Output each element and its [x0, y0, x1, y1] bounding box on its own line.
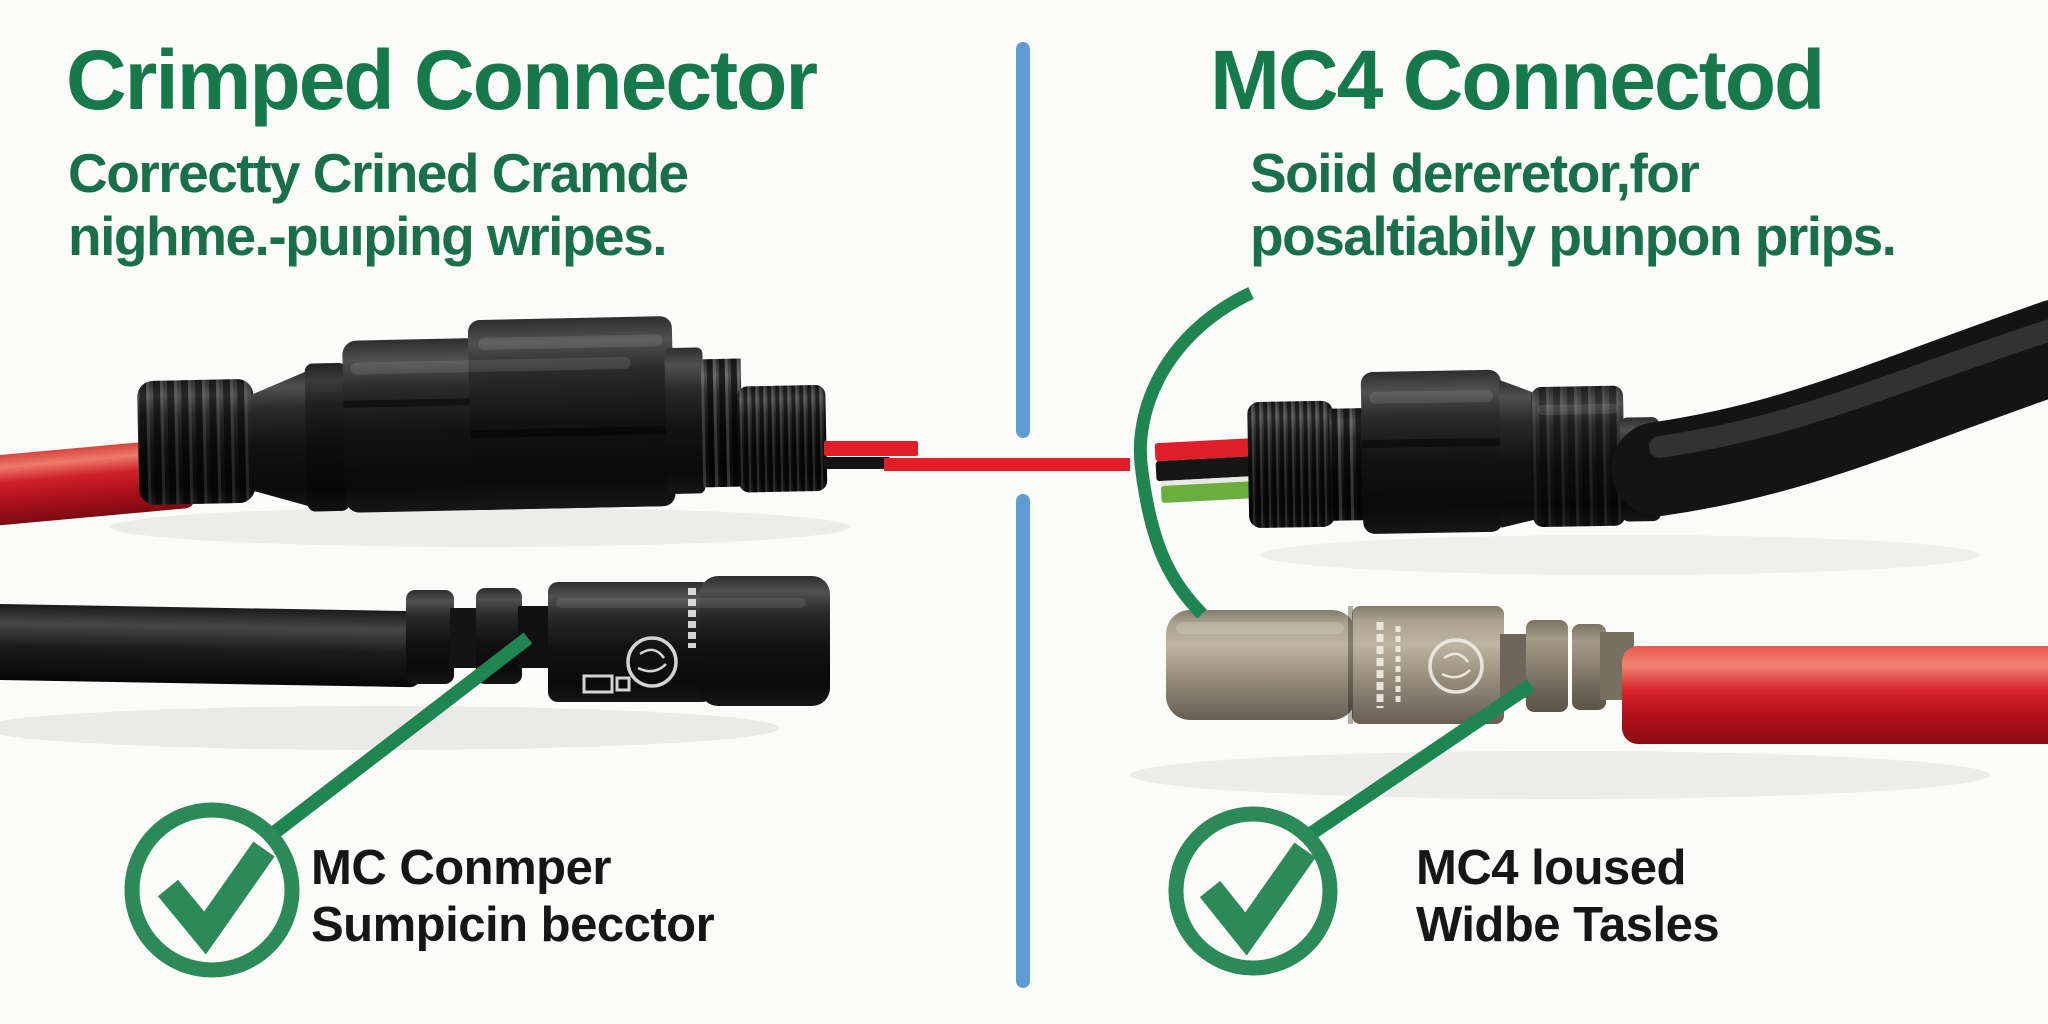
left-title: Crimped Connector — [66, 33, 818, 127]
right-check-icon — [1168, 806, 1338, 976]
check-circle — [1168, 806, 1338, 976]
red-cable-right — [1622, 646, 2048, 744]
right-curved-annotation-line — [1133, 287, 1254, 619]
photo-shadow — [1130, 751, 1990, 799]
photo-shadow — [0, 706, 780, 750]
mc4-connector-bottom-left-photo — [0, 576, 830, 750]
connector-markings-right — [1376, 622, 1484, 708]
left-subtitle-line2: nighme.-puıping wripes. — [68, 205, 667, 267]
white-wire — [1160, 475, 1259, 487]
check-circle — [124, 802, 300, 978]
left-check-icon — [124, 802, 300, 978]
red-wire — [1154, 437, 1260, 462]
green-wire — [1160, 481, 1258, 503]
red-wire-short — [824, 441, 918, 456]
left-caption-line2: Sumpicin becctor — [311, 898, 715, 952]
black-wire — [1155, 455, 1261, 482]
red-wire-line — [884, 458, 1130, 471]
tan-connector-body — [1352, 606, 1504, 724]
photo-shadow — [110, 507, 850, 547]
right-subtitle: Soiid dereretor,for posaltiabily punpon … — [1250, 142, 1897, 268]
left-caption-line1: MC Conmper — [311, 841, 611, 895]
crimp-ring — [1526, 620, 1568, 712]
right-caption: MC4 loused Widbe Tasles — [1416, 840, 1720, 954]
right-caption-line1: MC4 loused — [1416, 841, 1686, 895]
left-subtitle: Correctty Crined Cramde nighme.-puıping … — [68, 142, 689, 268]
right-caption-line2: Widbe Tasles — [1416, 898, 1720, 952]
black-cable-right — [1611, 298, 2048, 516]
connector-body — [1360, 369, 1504, 534]
stripped-wires-right — [1154, 437, 1261, 503]
stripped-wires-left — [824, 441, 918, 469]
brand-logo-mark — [626, 636, 678, 688]
crimp-ring — [1572, 624, 1606, 710]
right-subtitle-line1: Soiid dereretor,for — [1250, 142, 1700, 204]
check-mark — [1199, 842, 1316, 956]
mc4-connector-top-right-photo — [1154, 298, 2048, 575]
tan-end-cap — [1166, 610, 1356, 720]
divider-bottom-segment — [1016, 494, 1030, 988]
left-subtitle-line1: Correctty Crined Cramde — [68, 142, 689, 204]
connector-markings-left — [582, 588, 696, 694]
left-annotation-line — [265, 632, 533, 842]
locking-clip — [406, 590, 454, 684]
mc4-connector-bottom-right-photo — [1130, 606, 2048, 799]
right-title: MC4 Connectod — [1210, 33, 1825, 127]
right-subtitle-line2: posaltiabily punpon prips. — [1250, 205, 1897, 267]
divider-top-segment — [1016, 42, 1030, 438]
black-wire-short — [824, 457, 890, 469]
divider-line — [1016, 42, 1030, 988]
crimped-connector-top-left-photo — [0, 316, 918, 547]
brand-logo-mark — [1428, 638, 1484, 694]
black-cable-left — [0, 603, 423, 688]
right-annotation-line — [1305, 679, 1535, 841]
left-caption: MC Conmper Sumpicin becctor — [311, 840, 715, 954]
check-mark — [157, 841, 275, 955]
photo-shadow — [1260, 535, 1980, 575]
connector-head — [548, 582, 712, 702]
